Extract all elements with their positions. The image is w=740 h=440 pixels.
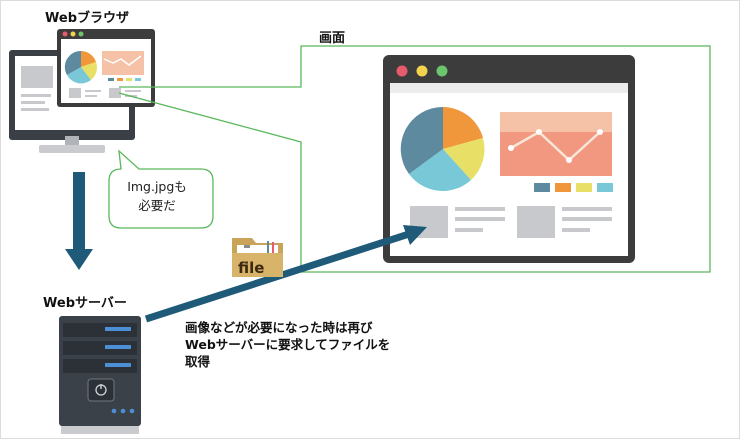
browser-label: Webブラウザ [45,11,129,26]
folder-icon: file [232,238,283,277]
small-pie-chart-icon [64,50,97,84]
server-icon [59,316,141,434]
down-arrow-icon [65,172,93,270]
speech-bubble [108,149,214,229]
small-browser-window-icon [57,29,155,107]
window-close-dot-icon [396,65,408,77]
server-label: Webサーバー [43,296,127,311]
large-pie-chart-icon [400,106,485,191]
window-minimize-dot-icon [416,65,428,77]
chart-legend-icon [534,183,613,192]
line-chart-icon [500,112,612,176]
screen-label: 画面 [319,31,346,46]
window-maximize-dot-icon [436,65,448,77]
speech-bubble-text: Img.jpgも 必要だ [127,179,187,213]
large-browser-window [383,55,635,263]
folder-label: file [238,259,264,277]
explanation-note: 画像などが必要になった時は再びWebサーバーに要求してファイルを取得 [185,320,391,369]
zoom-callout [118,45,711,273]
